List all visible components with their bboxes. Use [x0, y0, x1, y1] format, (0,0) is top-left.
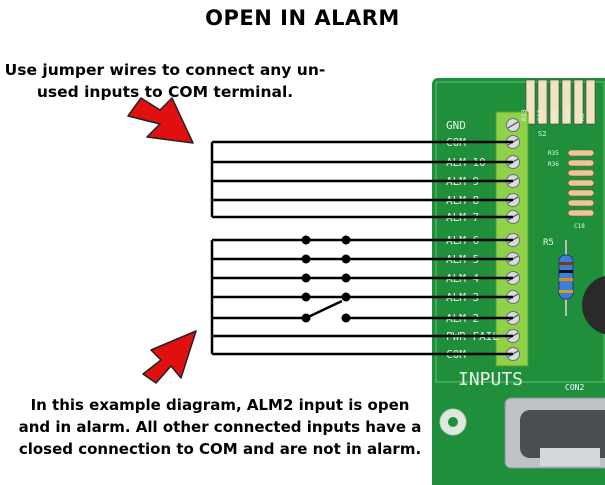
silk-label: C18: [574, 223, 585, 230]
jumper-wires: [210, 140, 513, 219]
switch-contacts: [301, 235, 351, 323]
silk-label: R35: [548, 150, 559, 157]
jumper-instruction-line2: used inputs to COM terminal.: [36, 83, 294, 101]
top-arrow: [127, 97, 194, 144]
con2-label: CON2: [565, 383, 584, 392]
example-explanation-line3: closed connection to COM and are not in …: [18, 440, 422, 458]
silk-label: R12: [536, 109, 544, 121]
mounting-hole: [439, 408, 467, 436]
jumper-instruction: Use jumper wires to connect any un- used…: [4, 59, 326, 103]
silk-label: R9: [578, 113, 586, 121]
db-connector: [504, 397, 605, 469]
silk-label: R11: [550, 109, 558, 121]
silk-label: R10: [564, 109, 572, 121]
inputs-label: INPUTS: [458, 369, 523, 390]
example-explanation: In this example diagram, ALM2 input is o…: [0, 394, 440, 460]
bottom-arrow: [142, 330, 197, 384]
silk-label: R13: [520, 109, 528, 121]
alarm-wires: [210, 238, 513, 356]
jumper-instruction-line1: Use jumper wires to connect any un-: [4, 61, 326, 79]
capacitor: [582, 275, 605, 335]
open-switch-blade: [305, 299, 343, 320]
silk-label: R36: [548, 161, 559, 168]
resistor-array: [525, 79, 596, 125]
r5-label: R5: [543, 238, 554, 248]
resistor-r5: [558, 240, 574, 316]
example-explanation-line1: In this example diagram, ALM2 input is o…: [30, 396, 410, 414]
example-explanation-line2: and in alarm. All other connected inputs…: [18, 418, 422, 436]
small-resistors: [567, 149, 595, 217]
diagram-title: OPEN IN ALARM: [205, 6, 400, 30]
terminal-label: GND: [446, 119, 466, 132]
silk-label: S2: [538, 130, 546, 138]
board-trace-outline: [435, 81, 605, 383]
screw-slot: [507, 121, 519, 129]
